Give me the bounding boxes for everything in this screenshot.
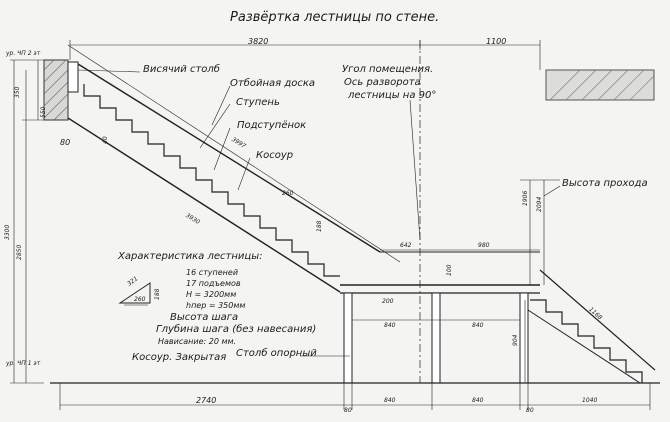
dim-40: 40 [102, 136, 109, 144]
label-step-depth: Глубина шага (без навесания) [156, 324, 317, 335]
label-step-height: Высота шага [170, 312, 239, 323]
drawing-title: Развёртка лестницы по стене. [230, 10, 440, 25]
dim-100: 100 [446, 264, 453, 276]
dim-1040: 1040 [582, 397, 598, 404]
dim-80-right: 80 [526, 407, 534, 414]
dim-642: 642 [400, 242, 412, 249]
dim-3300: 3300 [4, 224, 11, 240]
dim-200: 200 [382, 298, 394, 305]
label-fender-board: Отбойная доска [230, 78, 316, 89]
label-room-corner-2: Ось разворота [344, 77, 421, 88]
dim-188: 188 [316, 220, 323, 232]
dim-840-landing-left: 840 [384, 322, 396, 329]
hanging-post [67, 61, 79, 93]
support-post-right [519, 292, 529, 384]
dim-80-bottom: 80 [344, 407, 352, 414]
second-flight-steps [530, 299, 643, 383]
dim-1906: 1906 [522, 190, 529, 206]
dim-3820: 3820 [248, 37, 269, 46]
dim-2850: 2850 [16, 244, 23, 260]
label-stringer: Косоур [256, 150, 294, 161]
second-stringer-bottom [527, 309, 641, 384]
dim-550: 550 [40, 106, 47, 118]
characteristic-hper: hпер = 350мм [186, 301, 246, 310]
stringer-top-line [77, 63, 381, 253]
label-step: Ступень [236, 97, 280, 108]
dim-840-bottom-right: 840 [472, 397, 484, 404]
floor-level-bottom: ур. ЧП 1 эт [6, 360, 41, 367]
main-flight-steps [83, 84, 340, 277]
floor-level-top: ур. ЧП 2 эт [6, 50, 41, 57]
leader-lines [77, 69, 561, 357]
characteristic-height: H = 3200мм [186, 290, 237, 299]
dim-260-small: 260 [134, 296, 146, 303]
dim-1100: 1100 [486, 37, 507, 46]
support-post-middle [431, 292, 441, 384]
second-stringer-top [539, 269, 656, 371]
label-overhang: Нависание: 20 мм. [158, 337, 237, 346]
dim-980: 980 [478, 242, 490, 249]
characteristic-steps: 16 ступеней [186, 268, 239, 277]
upper-floor-hatch [43, 59, 69, 121]
dimension-lines [10, 40, 651, 410]
dim-840-landing-right: 840 [472, 322, 484, 329]
characteristics-title: Характеристика лестницы: [118, 251, 263, 262]
step-profile-diagram [118, 282, 151, 304]
label-support-post: Столб опорный [236, 348, 317, 359]
label-passage-height: Высота прохода [562, 178, 648, 189]
dim-80-top: 80 [60, 138, 71, 147]
dim-188-small: 188 [154, 288, 161, 300]
dim-904: 904 [512, 334, 519, 346]
label-stringer-type: Косоур. Закрытая [132, 352, 227, 363]
right-wall-hatch [545, 69, 655, 101]
label-riser: Подступёнок [237, 120, 307, 131]
label-room-corner-1: Угол помещения. [342, 64, 434, 75]
dim-350: 350 [14, 86, 21, 98]
characteristic-rises: 17 подъемов [186, 279, 241, 288]
dim-840-bottom-left: 840 [384, 397, 396, 404]
stringer-bottom-line [67, 117, 341, 293]
label-hanging-post: Висячий столб [143, 64, 220, 75]
support-post-left [343, 292, 353, 384]
fender-line [67, 44, 401, 263]
label-room-corner-3: лестницы на 90° [348, 90, 437, 101]
dim-2740: 2740 [196, 396, 217, 405]
dim-2094: 2094 [536, 196, 543, 212]
dim-260: 260 [282, 190, 294, 197]
